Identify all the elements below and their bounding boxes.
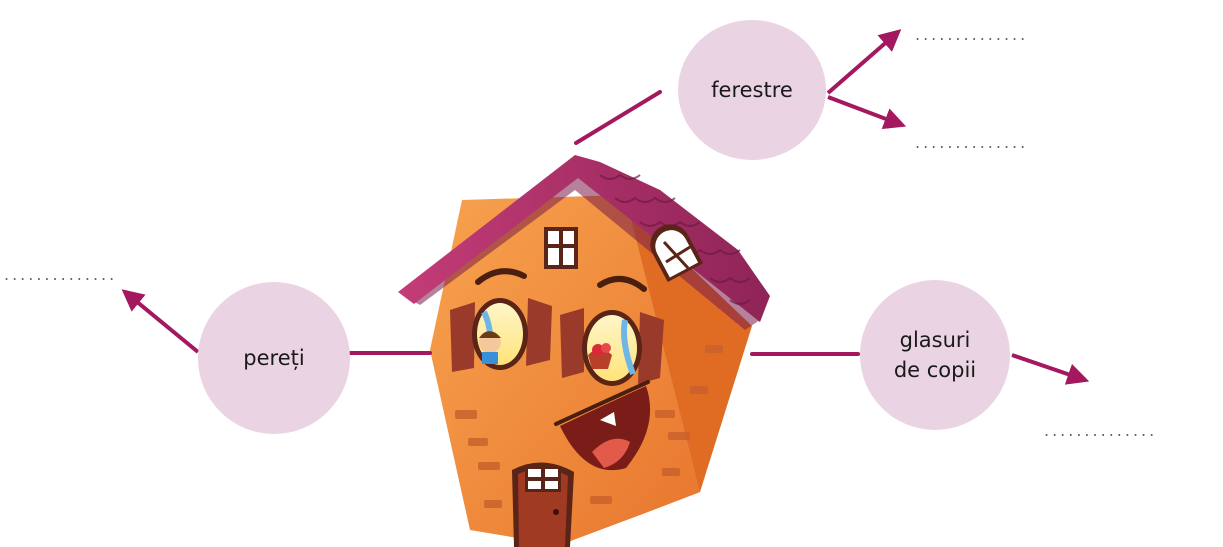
house-illustration [398,155,770,547]
bubble-glasuri-label: glasuri de copii [894,325,976,386]
house-door [512,462,574,547]
bubble-pereti-label: pereți [243,343,304,373]
bubble-ferestre-label: ferestre [711,75,793,105]
arrow-glasuri [1012,355,1085,380]
connector-ferestre [576,92,660,143]
blank-glasuri[interactable]: .............. [1044,421,1157,440]
bubble-glasuri: glasuri de copii [860,280,1010,430]
left-window-eye [450,298,552,372]
blank-pereti[interactable]: .............. [4,265,117,284]
attic-window [544,227,578,269]
arrow-ferestre-down [828,97,902,125]
arrow-pereti [125,292,198,352]
bubble-ferestre: ferestre [678,20,826,160]
blank-ferestre-1[interactable]: .............. [915,25,1028,44]
arrow-ferestre-up [828,32,898,93]
blank-ferestre-2[interactable]: .............. [915,133,1028,152]
bubble-pereti: pereți [198,282,350,434]
